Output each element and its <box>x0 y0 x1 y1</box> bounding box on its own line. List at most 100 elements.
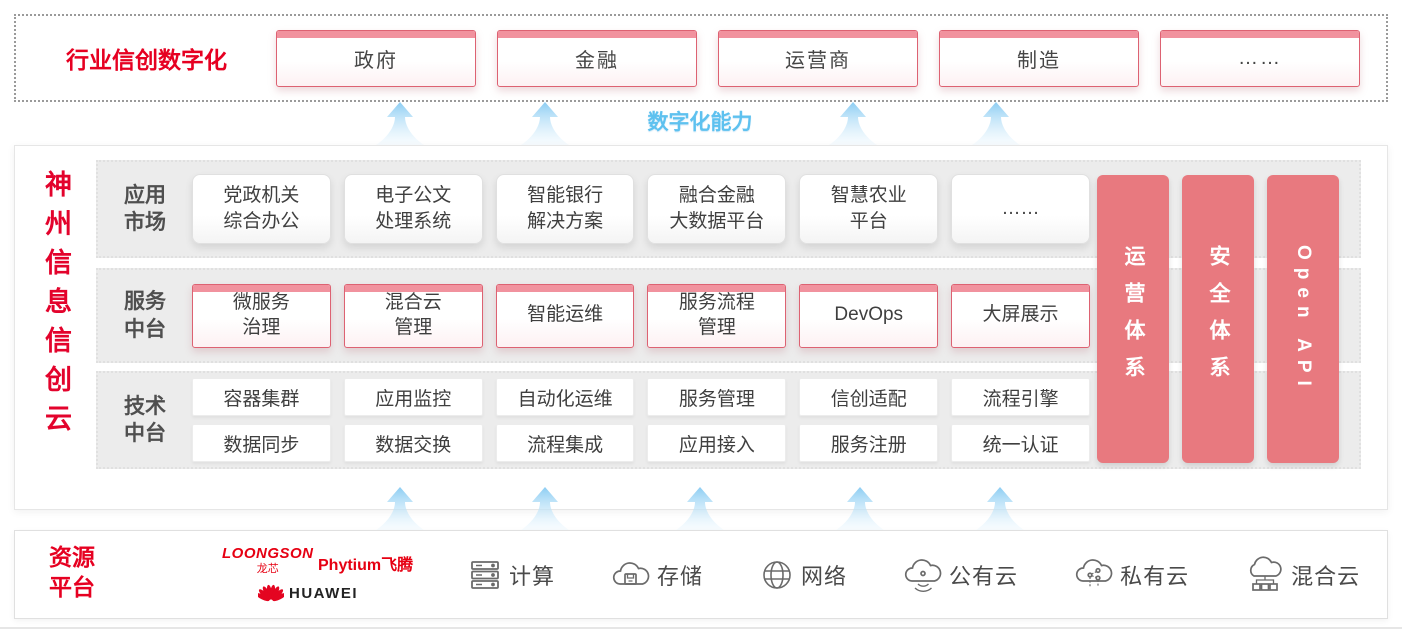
service-label: 微服务 治理 <box>232 291 290 338</box>
pillar-security-system: 安全体系 <box>1182 175 1254 463</box>
resource-label: 混合云 <box>1291 563 1361 589</box>
service-box: 混合云 管理 <box>343 283 483 348</box>
row-label-service-platform: 服务 中台 <box>124 290 166 341</box>
app-box: 电子公文 处理系统 <box>343 174 483 244</box>
industry-label: 运营商 <box>785 49 851 72</box>
loongson-chinese: 龙芯 <box>256 563 279 575</box>
bottom-divider-line <box>0 627 1402 629</box>
service-box: 大屏展示 <box>951 283 1090 348</box>
up-arrow-icon <box>376 487 424 530</box>
industry-label: 政府 <box>354 49 398 72</box>
resource-label: 网络 <box>801 563 848 589</box>
tech-box: 流程引擎 <box>951 378 1090 416</box>
resource-platform-band: 资源 平台 LOONGSON 龙芯 Phytium飞腾 <box>14 530 1388 619</box>
cloud-platform-title: 神州信息信创云 <box>41 170 71 443</box>
service-label: DevOps <box>834 304 904 326</box>
box-lid <box>648 284 786 292</box>
pillars: 运营体系 安全体系 Open API <box>1097 175 1339 463</box>
loongson-logo: LOONGSON 龙芯 <box>222 545 314 576</box>
industry-box-government: 政府 <box>276 29 476 87</box>
row-label-tech-platform: 技术 中台 <box>124 394 166 445</box>
app-box: 智能银行 解决方案 <box>495 174 635 244</box>
industry-box-finance: 金融 <box>497 29 697 87</box>
resource-label: 计算 <box>509 563 556 589</box>
industry-label: …… <box>1238 46 1282 69</box>
huawei-flower-icon <box>258 584 284 602</box>
up-arrow-icon <box>972 102 1020 145</box>
resource-network: 网络 <box>759 557 847 593</box>
row-label-app-market: 应用 市场 <box>124 183 166 234</box>
private-cloud-icon <box>1075 558 1113 587</box>
tech-platform-row: 技术 中台 容器集群 应用监控 自动化运维 服务管理 信创适配 流程引擎 数据同… <box>96 371 1361 469</box>
service-label: 混合云 管理 <box>384 291 442 338</box>
box-lid <box>1161 30 1359 38</box>
huawei-logo: HUAWEI <box>258 581 358 605</box>
up-arrow-icon <box>521 102 569 145</box>
tech-box: 统一认证 <box>951 424 1090 462</box>
resource-private-cloud: 私有云 <box>1074 557 1189 593</box>
tech-box: 应用监控 <box>343 378 483 416</box>
pillar-operation-system: 运营体系 <box>1097 175 1169 463</box>
service-label: 大屏展示 <box>982 304 1059 326</box>
resource-label: 存储 <box>657 563 704 589</box>
pillar-label: Open API <box>1293 244 1314 394</box>
hybrid-cloud-icon <box>1250 555 1282 591</box>
pillar-label: 运营体系 <box>1122 245 1145 393</box>
box-lid <box>940 30 1138 38</box>
box-lid <box>498 30 696 38</box>
server-icon <box>471 560 499 589</box>
up-arrow-icon <box>836 487 884 530</box>
vendor-logos: LOONGSON 龙芯 Phytium飞腾 <box>210 537 480 613</box>
pillar-open-api: Open API <box>1267 175 1339 463</box>
service-label: 服务流程 管理 <box>678 291 755 338</box>
pillar-label: 安全体系 <box>1207 245 1230 393</box>
resource-public-cloud: 公有云 <box>903 557 1018 593</box>
storage-cloud-icon <box>612 561 650 585</box>
industry-band-title: 行业信创数字化 <box>66 47 227 73</box>
industry-label: 制造 <box>1017 49 1061 72</box>
app-box: 智慧农业 平台 <box>799 174 939 244</box>
box-lid <box>719 30 917 38</box>
resource-storage: 存储 <box>611 558 703 592</box>
up-arrow-icon <box>676 487 724 530</box>
box-lid <box>496 284 634 292</box>
tech-box: 应用接入 <box>647 424 787 462</box>
huawei-wordmark: HUAWEI <box>289 584 358 602</box>
service-box: DevOps <box>799 283 939 348</box>
resource-compute: 计算 <box>467 557 555 593</box>
tech-box: 信创适配 <box>799 378 939 416</box>
industry-boxes: 政府 金融 运营商 制造 …… <box>276 29 1386 87</box>
tech-box: 服务管理 <box>647 378 787 416</box>
tech-box: 数据同步 <box>192 424 331 462</box>
app-box-more: …… <box>951 174 1090 244</box>
main-cloud-panel: 神州信息信创云 应用 市场 党政机关 综合办公 电子公文 处理系统 智能银行 解… <box>14 145 1388 510</box>
industry-box-more: …… <box>1160 29 1360 87</box>
up-arrow-icon <box>521 487 569 530</box>
tech-box: 数据交换 <box>343 424 483 462</box>
tech-box: 服务注册 <box>799 424 939 462</box>
service-box: 服务流程 管理 <box>647 283 787 348</box>
industry-band: 行业信创数字化 政府 金融 运营商 制造 …… <box>14 14 1388 102</box>
tech-box: 自动化运维 <box>495 378 635 416</box>
box-lid <box>952 284 1089 292</box>
app-box: 融合金融 大数据平台 <box>647 174 787 244</box>
up-arrow-icon <box>829 102 877 145</box>
service-box: 微服务 治理 <box>192 283 331 348</box>
industry-box-carrier: 运营商 <box>718 29 918 87</box>
up-arrow-icon <box>376 102 424 145</box>
industry-label: 金融 <box>575 49 619 72</box>
capability-label: 数字化能力 <box>647 111 753 134</box>
resource-label: 公有云 <box>949 563 1019 589</box>
service-box: 智能运维 <box>495 283 635 348</box>
up-arrow-icon <box>976 487 1024 530</box>
service-label: 智能运维 <box>527 304 604 326</box>
app-box: 党政机关 综合办公 <box>192 174 331 244</box>
loongson-wordmark: LOONGSON <box>222 545 314 562</box>
resource-items: 计算 存储 网络 <box>467 531 1360 618</box>
box-lid <box>800 284 938 292</box>
resource-hybrid-cloud: 混合云 <box>1245 555 1361 594</box>
box-lid <box>277 30 475 38</box>
network-globe-icon <box>763 560 791 589</box>
industry-box-manufacturing: 制造 <box>939 29 1139 87</box>
